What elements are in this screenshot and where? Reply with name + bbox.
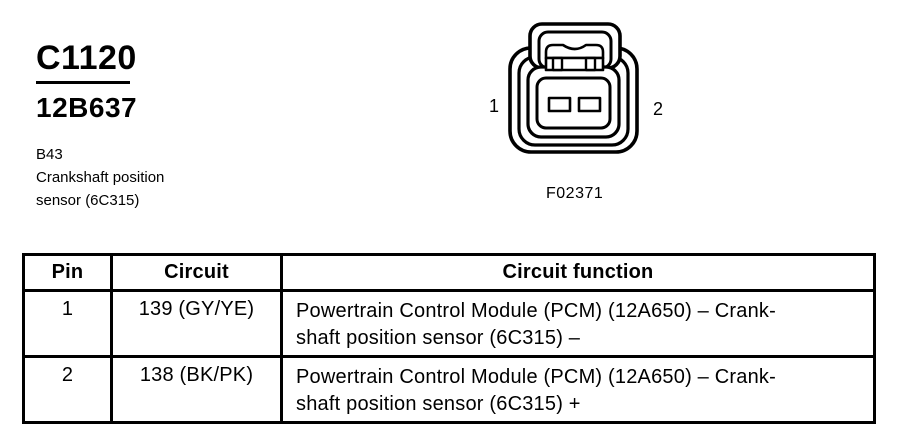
underline-rule [36, 80, 130, 84]
pin-2-label: 2 [653, 99, 664, 119]
table-row: 2 138 (BK/PK) Powertrain Control Module … [22, 355, 876, 424]
col-header-circuit: Circuit [110, 253, 283, 292]
table-header-row: Pin Circuit Circuit function [22, 253, 876, 292]
figure-code: F02371 [546, 185, 604, 202]
2-pin-connector-face-icon [508, 22, 639, 154]
description-line: Crankshaft position [36, 169, 165, 187]
pin-cell: 1 [22, 289, 113, 358]
col-header-function: Circuit function [280, 253, 876, 292]
component-description: B43 Crankshaft position sensor (6C315) [36, 143, 164, 212]
pin-1-label: 1 [489, 96, 500, 116]
circuit-cell: 139 (GY/YE) [110, 289, 283, 358]
location-code: B43 [36, 146, 63, 164]
function-line: shaft position sensor (6C315) – [296, 327, 581, 349]
description-line: sensor (6C315) [36, 192, 140, 210]
part-number: 12B637 [36, 91, 138, 123]
function-line: Powertrain Control Module (PCM) (12A650)… [296, 366, 776, 388]
col-header-pin: Pin [22, 253, 113, 292]
function-cell: Powertrain Control Module (PCM) (12A650)… [280, 355, 876, 424]
table-row: 1 139 (GY/YE) Powertrain Control Module … [22, 289, 876, 358]
circuit-cell: 138 (BK/PK) [110, 355, 283, 424]
function-line: shaft position sensor (6C315) + [296, 393, 581, 415]
pin-table: Pin Circuit Circuit function 1 139 (GY/Y… [22, 253, 876, 424]
function-cell: Powertrain Control Module (PCM) (12A650)… [280, 289, 876, 358]
connector-id: C1120 [36, 39, 137, 77]
pin-cell: 2 [22, 355, 113, 424]
function-line: Powertrain Control Module (PCM) (12A650)… [296, 300, 776, 322]
connector-figure: 1 2 F02371 [475, 18, 675, 213]
connector-id-block: C1120 12B637 B43 Crankshaft position sen… [36, 38, 164, 212]
